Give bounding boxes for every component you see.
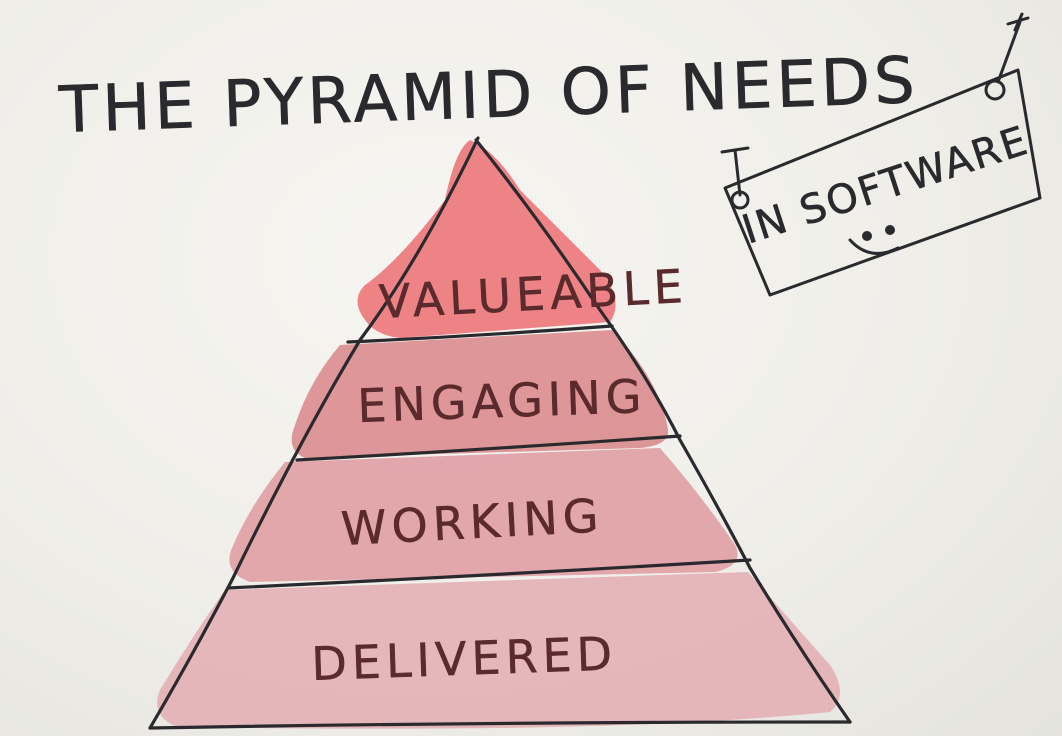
tier-divider-1	[346, 324, 614, 344]
diagram-title: THE PYRAMID OF NEEDS	[57, 44, 920, 148]
tier-fill-working	[229, 448, 738, 582]
tier-fill-delivered	[157, 572, 841, 729]
tier-label-working: WORKING	[340, 488, 605, 556]
sign-left-post	[733, 148, 742, 197]
pyramid-outline	[148, 136, 852, 730]
tier-fill-valueable	[357, 140, 616, 338]
tier-label-delivered: DELIVERED	[310, 626, 617, 691]
sign-pin-icon	[1006, 12, 1030, 32]
sign-left-post-cap	[720, 146, 750, 154]
pyramid-right-edge	[474, 138, 852, 724]
sign-board	[723, 68, 1042, 297]
tier-divider-3	[226, 558, 752, 590]
smiley-icon	[848, 225, 900, 255]
pyramid-left-edge	[148, 136, 480, 730]
tier-fill-engaging	[291, 330, 669, 458]
tier-divider-2	[295, 434, 682, 462]
sign-label: IN SOFTWARE	[737, 118, 1034, 254]
tier-label-engaging: ENGAGING	[356, 369, 647, 433]
pyramid-base	[148, 720, 852, 730]
sign-left-ring	[730, 190, 750, 210]
sign-right-post	[996, 20, 1022, 84]
tier-fills	[157, 140, 841, 729]
sign-right-ring	[984, 79, 1006, 101]
